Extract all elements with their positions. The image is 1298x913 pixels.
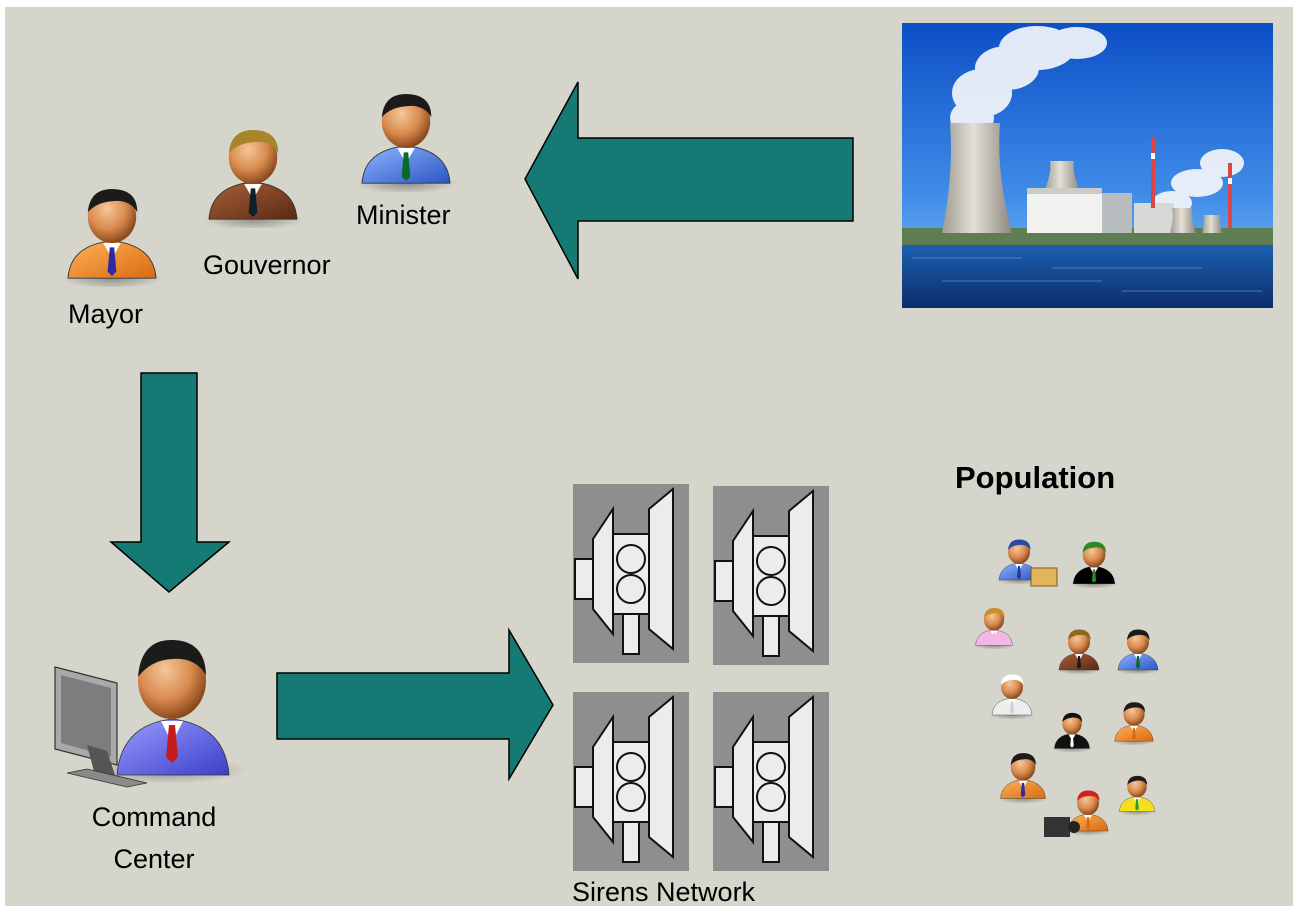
sirens-network-label: Sirens Network (572, 877, 756, 907)
siren-icon (573, 484, 689, 663)
command-center-label-line2: Center (113, 844, 195, 874)
nuclear-power-plant-image (902, 23, 1273, 308)
siren-icon (713, 486, 829, 665)
computer-operator-icon (54, 639, 247, 788)
siren-icon (573, 692, 689, 871)
governor-label: Gouvernor (203, 250, 331, 280)
command-center-label-line1: Command (91, 802, 217, 832)
slide-background: Mayor Gouvernor Minister Command Center (5, 7, 1293, 907)
arrow-left-icon (108, 81, 854, 782)
minister-person-icon (354, 93, 458, 192)
mayor-person-icon (60, 188, 164, 287)
minister-label: Minister (356, 200, 451, 230)
population-title: Population (955, 460, 1116, 495)
governor-person-icon (201, 129, 305, 228)
mayor-label: Mayor (68, 299, 144, 329)
siren-icon (713, 692, 829, 871)
